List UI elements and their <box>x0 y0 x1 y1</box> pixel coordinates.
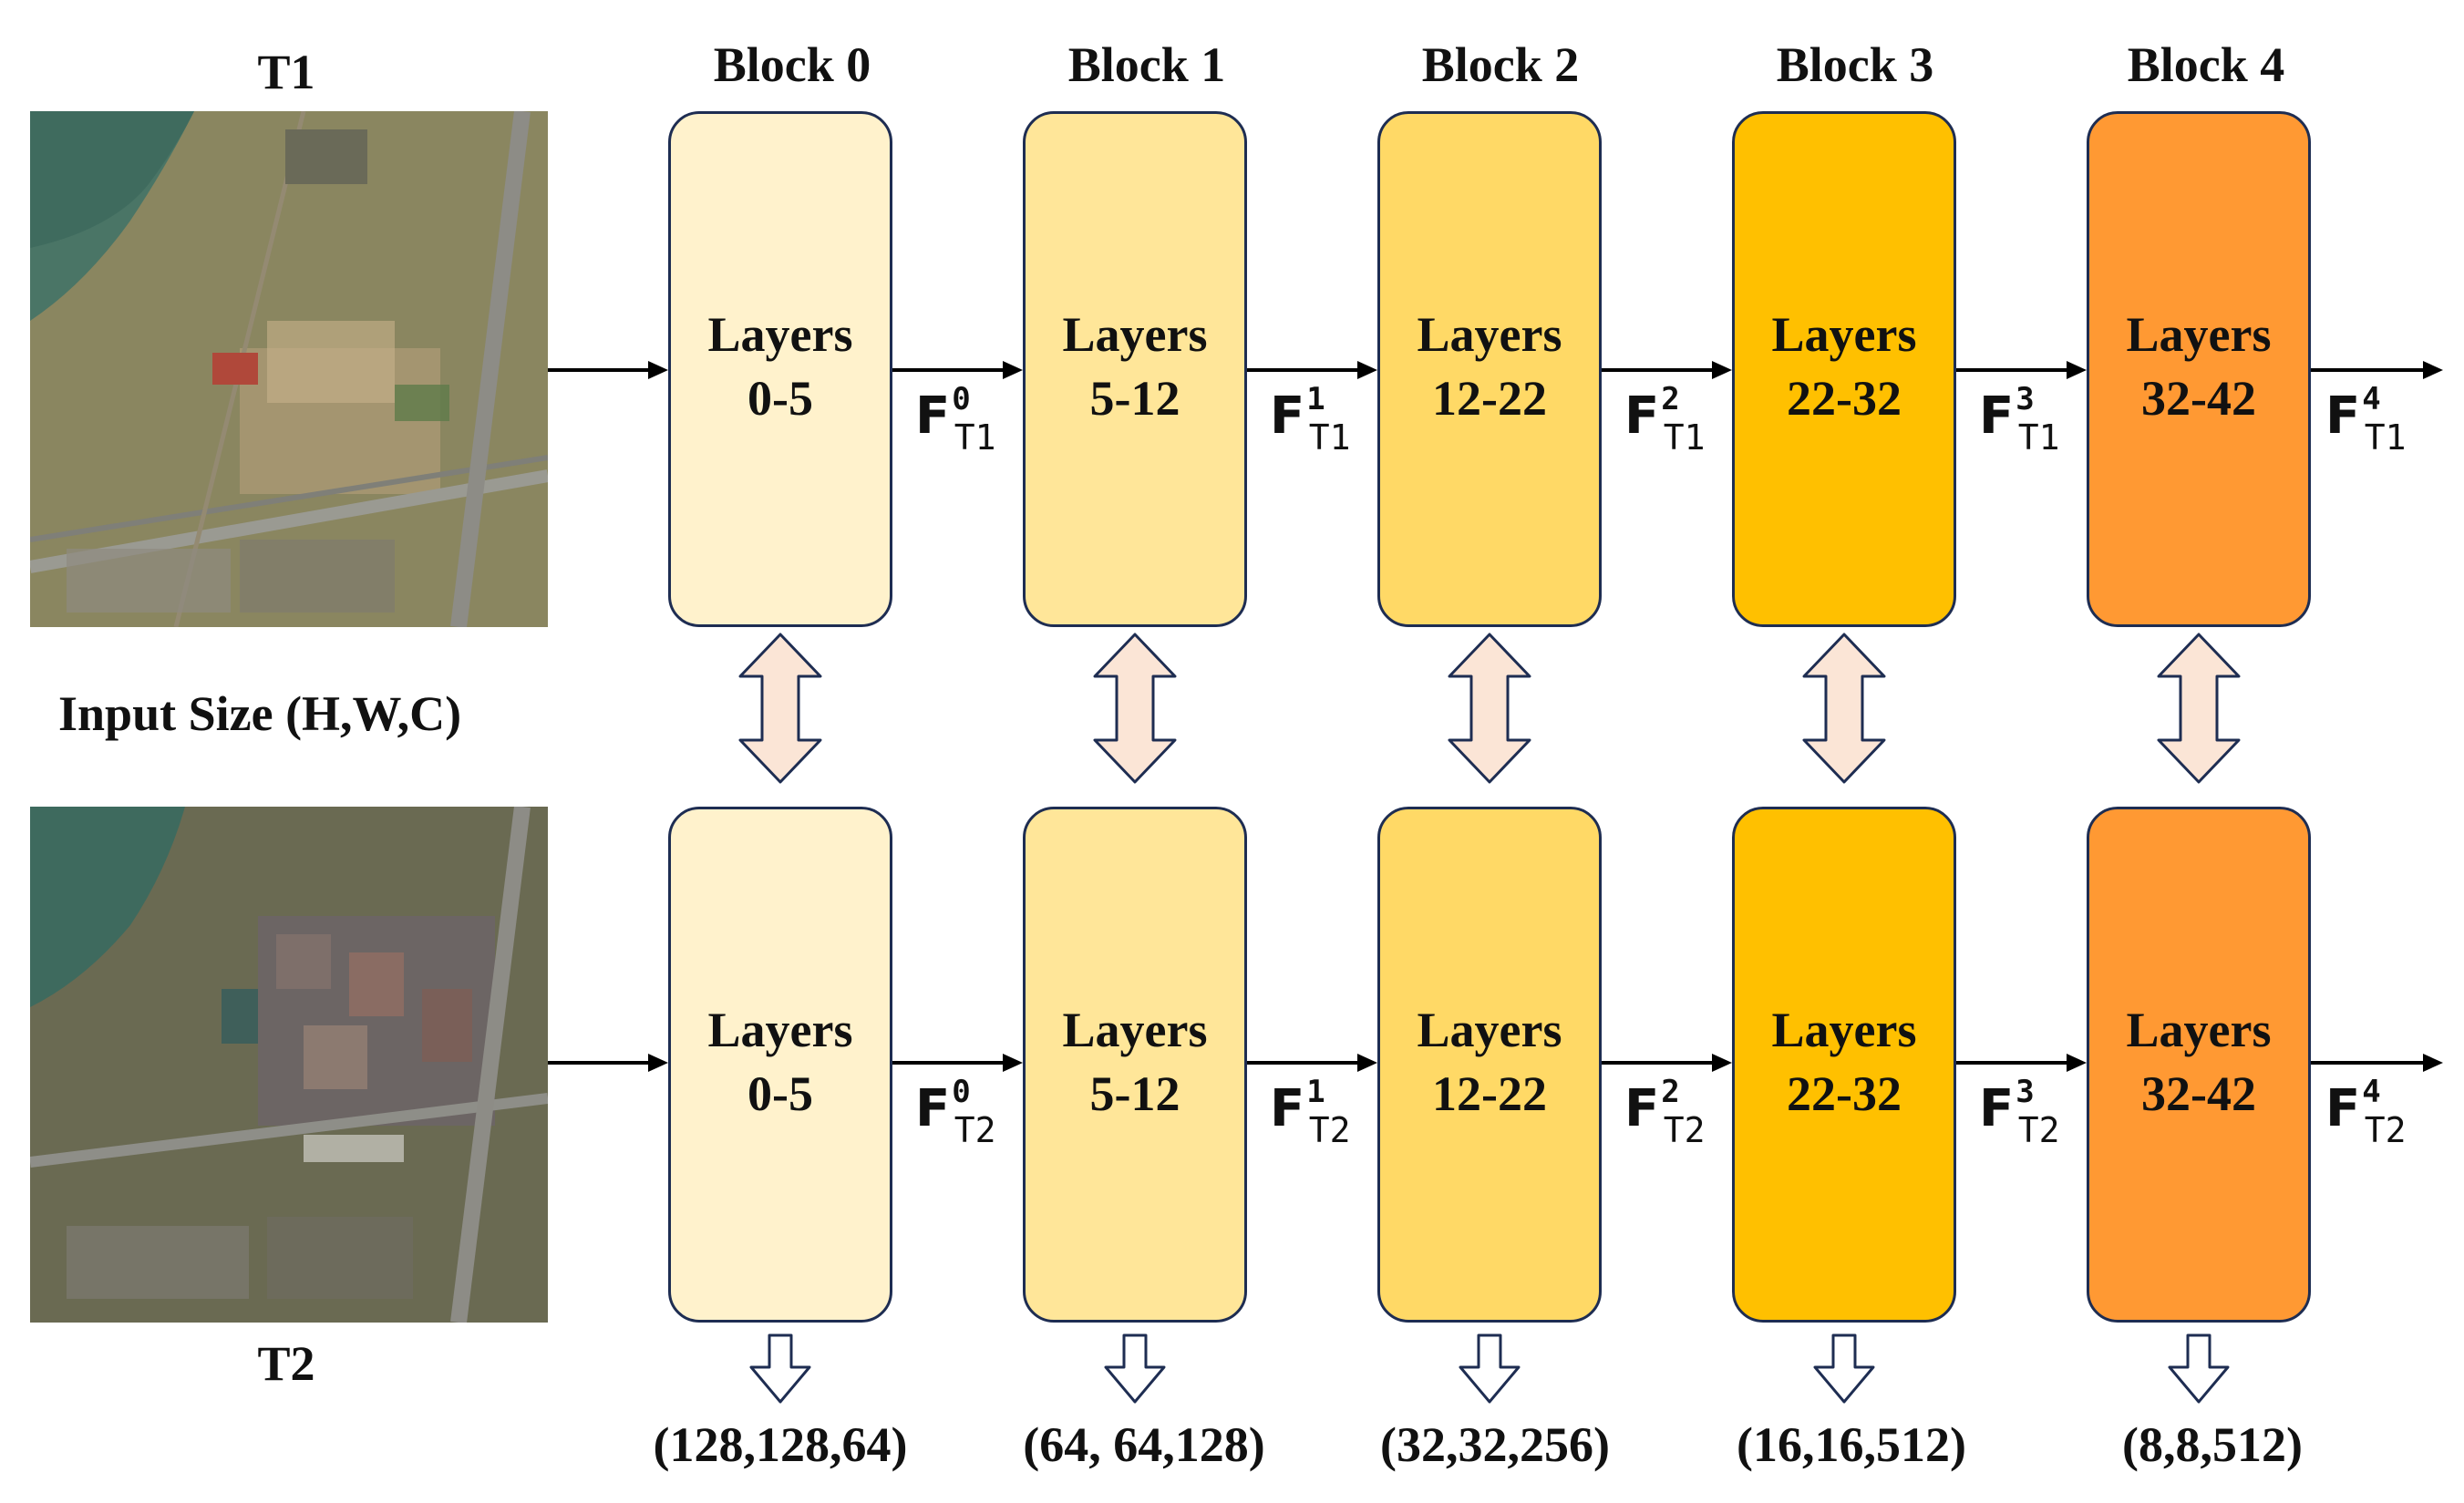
layer-range: 0-5 <box>747 371 813 426</box>
block-0-title: Block 0 <box>713 37 871 92</box>
double-arrow-block-3 <box>1802 633 1886 784</box>
layer-range: 12-22 <box>1432 1066 1547 1121</box>
layer-range: 32-42 <box>2141 1066 2256 1121</box>
flow-arrowhead <box>1712 361 1732 379</box>
layers-word: Layers <box>1771 1003 1917 1057</box>
double-arrows <box>738 633 2241 784</box>
t2-label: T2 <box>257 1336 315 1391</box>
double-arrow-block-1 <box>1093 633 1177 784</box>
flow-arrowhead <box>648 1054 668 1072</box>
layer-range: 5-12 <box>1089 371 1180 426</box>
feature-label-t2-1: F1T2 <box>1270 1074 1351 1151</box>
layers-word: Layers <box>1417 307 1562 362</box>
layer-range: 32-42 <box>2141 371 2256 426</box>
satellite-image-t2 <box>30 807 548 1323</box>
feature-label-t1-2: F2T1 <box>1624 381 1706 458</box>
layer-range: 5-12 <box>1089 1066 1180 1121</box>
block-3-t1: Layers 22-32 <box>1732 111 1956 627</box>
output-size-block-3: (16,16,512) <box>1737 1417 1966 1472</box>
flow-arrowhead <box>1357 1054 1377 1072</box>
flow-arrowhead <box>648 361 668 379</box>
layers-word: Layers <box>1062 1003 1208 1057</box>
layers-word: Layers <box>2126 1003 2272 1057</box>
block-1-t1: Layers 5-12 <box>1023 111 1247 627</box>
double-arrow-block-4 <box>2157 633 2241 784</box>
output-size-block-2: (32,32,256) <box>1380 1417 1610 1472</box>
layer-range: 22-32 <box>1787 1066 1902 1121</box>
output-size-block-4: (8,8,512) <box>2122 1417 2303 1472</box>
output-arrow-block-4 <box>2168 1333 2230 1404</box>
layers-word: Layers <box>1771 307 1917 362</box>
flow-arrows-t2 <box>548 1054 2443 1072</box>
block-1-t2: Layers 5-12 <box>1023 807 1247 1323</box>
layers-word: Layers <box>1062 307 1208 362</box>
flow-arrows-t1 <box>548 361 2443 379</box>
flow-arrowhead <box>1003 1054 1023 1072</box>
layer-range: 0-5 <box>747 1066 813 1121</box>
block-4-title: Block 4 <box>2127 37 2285 92</box>
block-2-t1: Layers 12-22 <box>1377 111 1602 627</box>
satellite-image-t1 <box>30 111 548 627</box>
feature-label-t1-4: F4T1 <box>2325 381 2407 458</box>
flow-arrowhead <box>1003 361 1023 379</box>
flow-arrowhead <box>2067 1054 2087 1072</box>
block-4-t1: Layers 32-42 <box>2087 111 2311 627</box>
output-size-block-1: (64, 64,128) <box>1023 1417 1265 1472</box>
feature-label-t1-1: F1T1 <box>1270 381 1351 458</box>
layers-word: Layers <box>707 307 853 362</box>
double-arrow-block-2 <box>1448 633 1531 784</box>
flow-arrowhead <box>2423 361 2443 379</box>
output-arrows <box>749 1333 2230 1404</box>
flow-arrowhead <box>2423 1054 2443 1072</box>
block-2-t2: Layers 12-22 <box>1377 807 1602 1323</box>
feature-label-t2-3: F3T2 <box>1979 1074 2060 1151</box>
output-arrow-block-3 <box>1813 1333 1875 1404</box>
feature-label-t2-4: F4T2 <box>2325 1074 2407 1151</box>
layers-word: Layers <box>707 1003 853 1057</box>
double-arrow-block-0 <box>738 633 822 784</box>
block-2-title: Block 2 <box>1421 37 1580 92</box>
feature-label-t2-0: F0T2 <box>915 1074 996 1151</box>
feature-label-t2-2: F2T2 <box>1624 1074 1706 1151</box>
block-0-t2: Layers 0-5 <box>668 807 892 1323</box>
feature-label-t1-0: F0T1 <box>915 381 996 458</box>
layers-word: Layers <box>2126 307 2272 362</box>
output-size-block-0: (128,128,64) <box>653 1417 908 1472</box>
block-0-t1: Layers 0-5 <box>668 111 892 627</box>
output-arrow-block-2 <box>1459 1333 1521 1404</box>
t1-label: T1 <box>257 45 315 99</box>
feature-label-t1-3: F3T1 <box>1979 381 2060 458</box>
output-arrow-block-1 <box>1104 1333 1166 1404</box>
block-1-title: Block 1 <box>1067 37 1226 92</box>
layers-word: Layers <box>1417 1003 1562 1057</box>
flow-arrowhead <box>1712 1054 1732 1072</box>
block-3-t2: Layers 22-32 <box>1732 807 1956 1323</box>
input-size-label: Input Size (H,W,C) <box>58 686 462 741</box>
flow-arrowhead <box>2067 361 2087 379</box>
layer-range: 22-32 <box>1787 371 1902 426</box>
layer-range: 12-22 <box>1432 371 1547 426</box>
block-4-t2: Layers 32-42 <box>2087 807 2311 1323</box>
output-arrow-block-0 <box>749 1333 811 1404</box>
flow-arrowhead <box>1357 361 1377 379</box>
block-3-title: Block 3 <box>1776 37 1934 92</box>
